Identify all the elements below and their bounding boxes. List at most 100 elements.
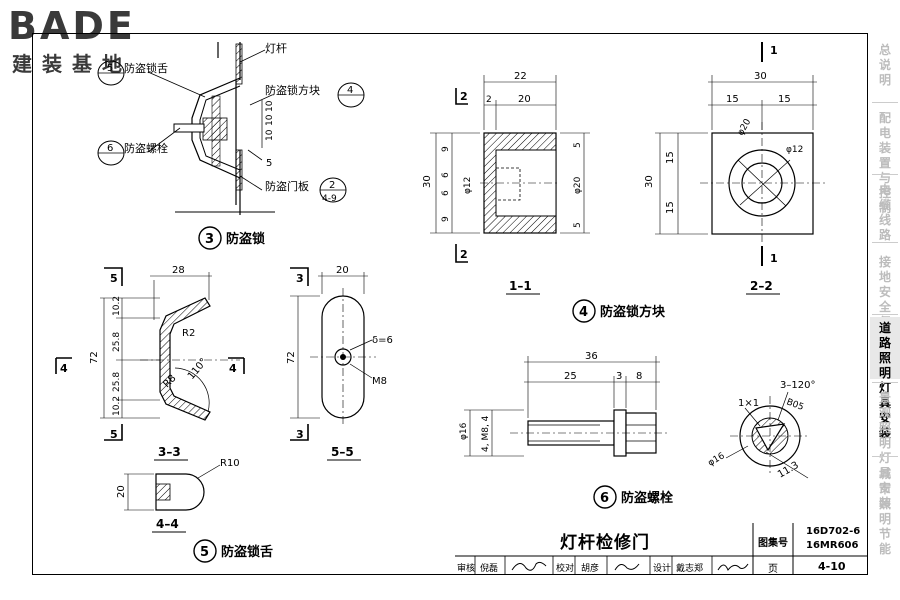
label-pole: 灯杆 xyxy=(265,41,287,55)
dim-10-2b: 10.2 xyxy=(112,396,122,416)
section-2-2-label: 2–2 xyxy=(750,279,773,293)
atlas-number-1: 16D702-6 xyxy=(806,526,861,537)
dim-15c: 15 xyxy=(665,151,676,164)
ref-4: 4 xyxy=(347,85,353,96)
sec-mark-3-bot: 3 xyxy=(296,428,304,441)
fig3-title: 防盗锁 xyxy=(226,231,265,247)
dim-1x1: 1×1 xyxy=(738,398,759,409)
dim-r10: R10 xyxy=(220,458,240,469)
sec-mark-1-top: 1 xyxy=(770,44,778,57)
dim-20: 20 xyxy=(518,94,531,105)
logo-text: BADE xyxy=(8,4,136,48)
dim-9b: 9 xyxy=(441,216,451,222)
sec-mark-1-bot: 1 xyxy=(770,252,778,265)
dim-phi16-b: φ16 xyxy=(707,451,727,468)
page-label: 页 xyxy=(768,564,778,575)
dim-2: 2 xyxy=(486,95,492,105)
side-nav-divider xyxy=(872,382,898,383)
ref-2: 2 xyxy=(329,180,335,191)
label-lock-tongue: 防盗锁舌 xyxy=(124,61,168,75)
designer-name: 戴志郑 xyxy=(676,564,704,574)
dim-b05: B05 xyxy=(785,397,805,412)
label-lock-block: 防盗锁方块 xyxy=(265,83,320,97)
dim-delta6: δ=6 xyxy=(372,335,393,346)
side-nav-divider xyxy=(872,242,898,243)
dim-30-top: 30 xyxy=(754,71,767,82)
dim-8: 8 xyxy=(636,371,642,382)
logo-subtext: 建装基地 xyxy=(12,52,132,76)
dim-3: 3 xyxy=(616,371,622,382)
dim-72-b: 72 xyxy=(286,351,297,364)
brand-logo: BADE 建装基地 xyxy=(8,4,158,76)
fig3-number: 3 xyxy=(205,232,214,247)
review-label: 审核 xyxy=(457,564,476,574)
dim-9a: 9 xyxy=(441,146,451,152)
fig5-number: 5 xyxy=(200,545,209,560)
drawing-title: 灯杆检修门 xyxy=(560,533,650,553)
fig4-number: 4 xyxy=(579,305,588,320)
dim-30-l2: 30 xyxy=(644,175,655,188)
side-nav-item[interactable]: 总说明 xyxy=(878,43,891,87)
side-nav-divider xyxy=(872,314,898,315)
dim-15a: 15 xyxy=(726,94,739,105)
label-door-plate: 防盗门板 xyxy=(265,179,309,193)
dim-m8: M8 xyxy=(372,376,387,387)
dim-28: 28 xyxy=(172,265,185,276)
section-4-4-label: 4–4 xyxy=(156,517,179,531)
title-block-grid xyxy=(455,523,868,575)
side-nav-item[interactable]: 城市照明节能 xyxy=(878,467,891,556)
dim-25: 25 xyxy=(564,371,577,382)
drawing-frame xyxy=(32,33,868,575)
sec-mark-5-top: 5 xyxy=(110,272,118,285)
fig6-number: 6 xyxy=(600,491,609,506)
ref-5: 5 xyxy=(107,63,113,74)
atlas-number-2: 16MR606 xyxy=(806,540,859,551)
section-5-5: 20 72 δ=6 M8 3 3 5–5 xyxy=(286,265,393,461)
sec-mark-4-right: 4 xyxy=(229,362,237,375)
section-1-1-label: 1–1 xyxy=(509,279,532,293)
dim-72-a: 72 xyxy=(89,351,100,364)
dim-10b: 10 xyxy=(265,114,275,126)
sec-mark-2-bot: 2 xyxy=(460,248,468,261)
dim-20-b: 20 xyxy=(336,265,349,276)
fig6-title: 防盗螺栓 xyxy=(621,490,673,506)
sec-mark-4-left: 4 xyxy=(60,362,68,375)
dim-5a: 5 xyxy=(573,142,583,148)
side-nav-item[interactable]: 景观照明灯具安装 xyxy=(878,391,891,510)
section-5-5-label: 5–5 xyxy=(331,445,354,459)
side-nav-item[interactable]: 道路照明灯具安装 xyxy=(870,317,900,440)
ref-6: 6 xyxy=(107,143,113,154)
dim-15d: 15 xyxy=(665,201,676,214)
figure-6-bolt: 36 25 3 8 φ16 4, M8, 4 1×1 3–120° B05 φ1… xyxy=(459,351,815,509)
dim-15b: 15 xyxy=(778,94,791,105)
side-nav-divider xyxy=(872,456,898,457)
dim-m8-4: 4, M8, 4 xyxy=(481,415,491,452)
sec-mark-3-top: 3 xyxy=(296,272,304,285)
dim-phi16: φ16 xyxy=(459,422,469,440)
section-2-2: φ20 φ12 30 15 15 30 15 15 1 1 2–2 4 防盗锁方… xyxy=(572,42,825,323)
checker-name: 胡彦 xyxy=(581,564,600,574)
dim-22: 22 xyxy=(514,71,527,82)
dim-3-120: 3–120° xyxy=(780,380,815,391)
dim-phi12-b: φ12 xyxy=(786,145,803,155)
dim-10c: 10 xyxy=(265,129,275,141)
dim-25-8a: 25.8 xyxy=(112,332,122,352)
figure-3-lock-assembly: 10 10 10 灯杆 防盗锁方块 防盗锁舌 防盗螺栓 防盗门板 5 5 6 4… xyxy=(97,41,365,250)
section-1-1: 22 20 2 30 9 6 6 9 φ12 5 φ20 5 2 2 1–1 xyxy=(422,71,590,295)
dim-r2: R2 xyxy=(182,328,195,339)
dim-25-8b: 25.8 xyxy=(112,372,122,392)
dim-36: 36 xyxy=(585,351,598,362)
section-4-4: 20 R10 4–4 5 防盗锁舌 xyxy=(116,458,273,563)
section-3-3-label: 3–3 xyxy=(158,445,181,459)
fig4-title: 防盗锁方块 xyxy=(600,304,666,320)
reviewer-name: 倪磊 xyxy=(480,564,499,574)
side-nav-item[interactable]: 电缆线路 xyxy=(878,183,891,242)
label-five: 5 xyxy=(266,158,272,169)
dim-phi20: φ20 xyxy=(573,176,583,194)
side-nav-divider xyxy=(872,174,898,175)
atlas-label: 图集号 xyxy=(758,538,788,549)
sec-mark-2-top: 2 xyxy=(460,90,468,103)
fig5-title: 防盗锁舌 xyxy=(221,544,273,560)
dim-20-c: 20 xyxy=(116,485,127,498)
dim-10-2a: 10.2 xyxy=(112,296,122,316)
